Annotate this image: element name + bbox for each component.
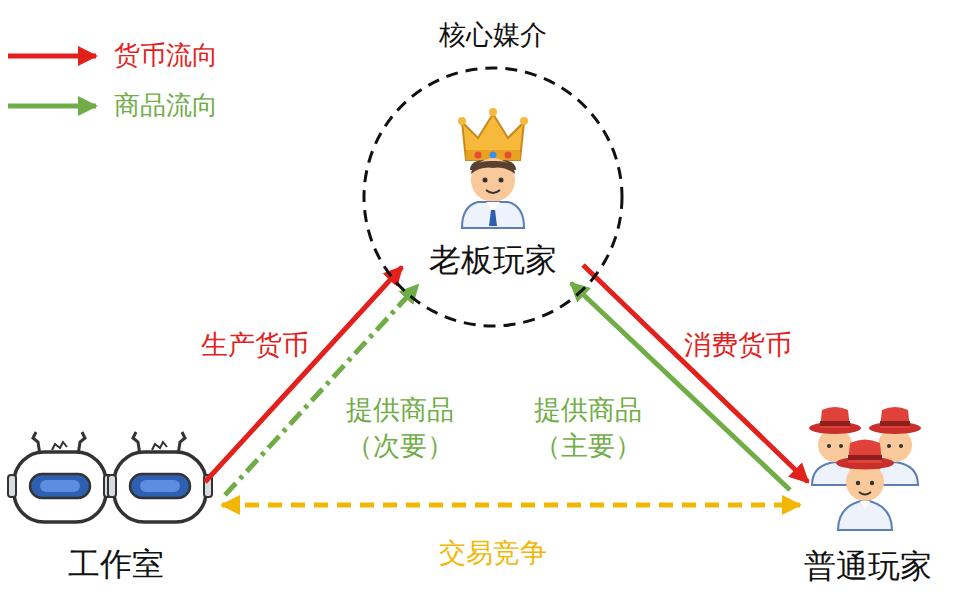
legend-text: 货币流向 bbox=[114, 38, 218, 73]
text-holder: 老板玩家 bbox=[362, 240, 624, 280]
robot-icon bbox=[140, 480, 180, 492]
player-icon bbox=[820, 421, 850, 426]
goods-arrow bbox=[225, 285, 418, 495]
robot-icon bbox=[130, 474, 190, 498]
player-icon bbox=[880, 407, 910, 428]
player-icon bbox=[856, 481, 860, 485]
node-label: 普通玩家 bbox=[804, 546, 932, 586]
node-heading: 核心媒介 bbox=[439, 18, 547, 52]
legend-arrow bbox=[8, 103, 96, 108]
legend-arrow bbox=[6, 42, 102, 70]
king-icon bbox=[483, 178, 488, 183]
edge-label: 交易竞争 bbox=[439, 535, 547, 571]
robot-icon bbox=[114, 452, 206, 522]
king-icon bbox=[490, 152, 497, 159]
player-icon bbox=[848, 455, 882, 460]
robot-icon bbox=[52, 442, 67, 450]
king-icon bbox=[489, 210, 497, 226]
king-icon bbox=[462, 202, 524, 228]
player-icon bbox=[860, 501, 870, 509]
node-label: 老板玩家 bbox=[429, 240, 557, 280]
text-holder: 核心媒介 bbox=[362, 18, 624, 52]
legend-arrow bbox=[8, 53, 96, 58]
edge-label-holder: 提供商品 （次要） bbox=[338, 392, 462, 465]
core-circle: 核心媒介老板玩家 bbox=[362, 18, 624, 328]
player-node: 普通玩家 bbox=[785, 392, 950, 590]
player-icon bbox=[836, 440, 894, 531]
text-holder: 工作室 bbox=[0, 544, 232, 584]
edge-label-holder: 消费货币 bbox=[676, 327, 800, 363]
legend-row: 货币流向 bbox=[6, 38, 218, 73]
player-icon bbox=[880, 421, 910, 426]
edge-label-holder: 生产货币 bbox=[193, 327, 317, 363]
player-icon bbox=[859, 492, 871, 495]
competition-arrow bbox=[222, 503, 800, 508]
player-icon bbox=[848, 440, 882, 464]
player-icon bbox=[839, 444, 843, 448]
robot-icon bbox=[8, 432, 112, 522]
king-icon bbox=[489, 108, 497, 116]
player-icon bbox=[899, 444, 903, 448]
player-icon bbox=[827, 444, 831, 448]
robot-icon bbox=[14, 452, 106, 522]
studio-node: 工作室 bbox=[0, 428, 232, 590]
robot-icon bbox=[108, 475, 116, 497]
legend-text: 商品流向 bbox=[114, 88, 218, 123]
king-icon bbox=[475, 152, 482, 159]
text-holder: 普通玩家 bbox=[785, 546, 950, 586]
dashed-circle bbox=[362, 66, 624, 328]
dashed-circle bbox=[364, 68, 622, 326]
player-icon bbox=[870, 481, 874, 485]
robot-icon bbox=[30, 474, 90, 498]
robot-icon bbox=[40, 480, 80, 492]
king-icon bbox=[458, 117, 466, 125]
legend-row: 商品流向 bbox=[6, 88, 218, 123]
legend-arrow bbox=[6, 92, 102, 120]
king-icon bbox=[520, 117, 528, 125]
king-icon bbox=[499, 178, 504, 183]
player-icon bbox=[887, 444, 891, 448]
king-icon bbox=[486, 190, 500, 193]
robot-icon bbox=[108, 432, 212, 522]
edge-label-holder: 提供商品 （主要） bbox=[526, 392, 650, 465]
node-label: 工作室 bbox=[68, 544, 164, 584]
edge-label: 消费货币 bbox=[684, 327, 792, 363]
king-icon bbox=[458, 108, 528, 228]
king-icon bbox=[462, 114, 524, 160]
player-icon bbox=[820, 407, 850, 428]
edge-label: 提供商品 （次要） bbox=[338, 392, 462, 465]
player-icon bbox=[838, 500, 892, 530]
king-icon bbox=[505, 152, 512, 159]
edge-label-holder: 交易竞争 bbox=[431, 535, 555, 571]
robot-icon bbox=[8, 475, 16, 497]
king-icon bbox=[471, 158, 515, 202]
edge-label: 生产货币 bbox=[201, 327, 309, 363]
edge-label: 提供商品 （主要） bbox=[526, 392, 650, 465]
king-icon bbox=[471, 161, 515, 174]
robot-icon bbox=[152, 442, 167, 450]
